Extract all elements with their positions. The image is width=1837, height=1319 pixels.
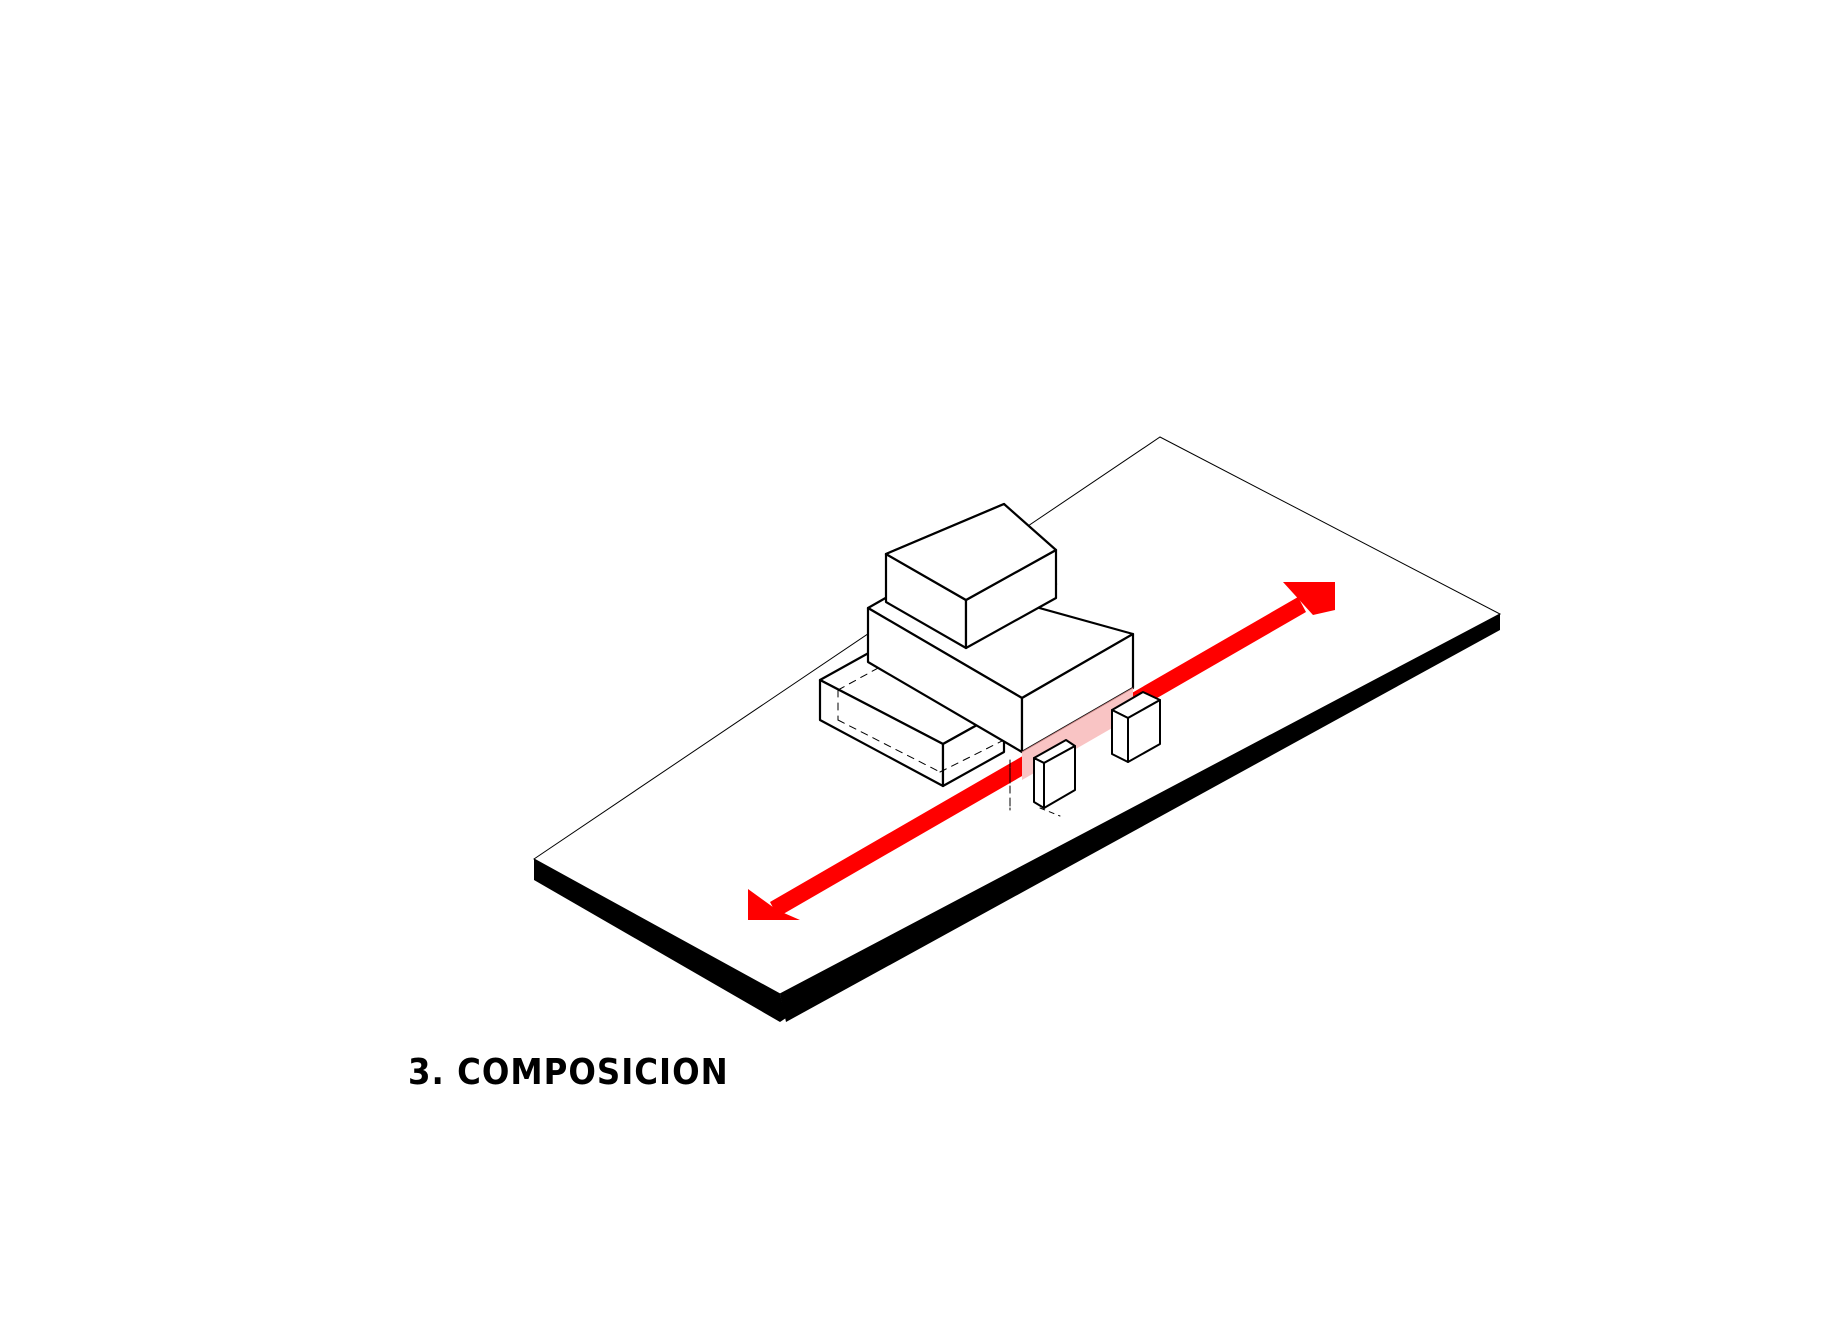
pillar-right bbox=[1111, 691, 1161, 763]
slab-edge-right bbox=[780, 614, 1500, 1022]
arrow-head-sw bbox=[748, 889, 800, 920]
arrow-head-ne bbox=[1283, 582, 1335, 615]
volume-top bbox=[884, 502, 1058, 650]
pillar-left bbox=[1033, 739, 1076, 809]
slab-edge-left bbox=[534, 859, 786, 1022]
diagram-caption: 3. COMPOSICION bbox=[408, 1052, 729, 1093]
building-volumes bbox=[818, 502, 1161, 817]
